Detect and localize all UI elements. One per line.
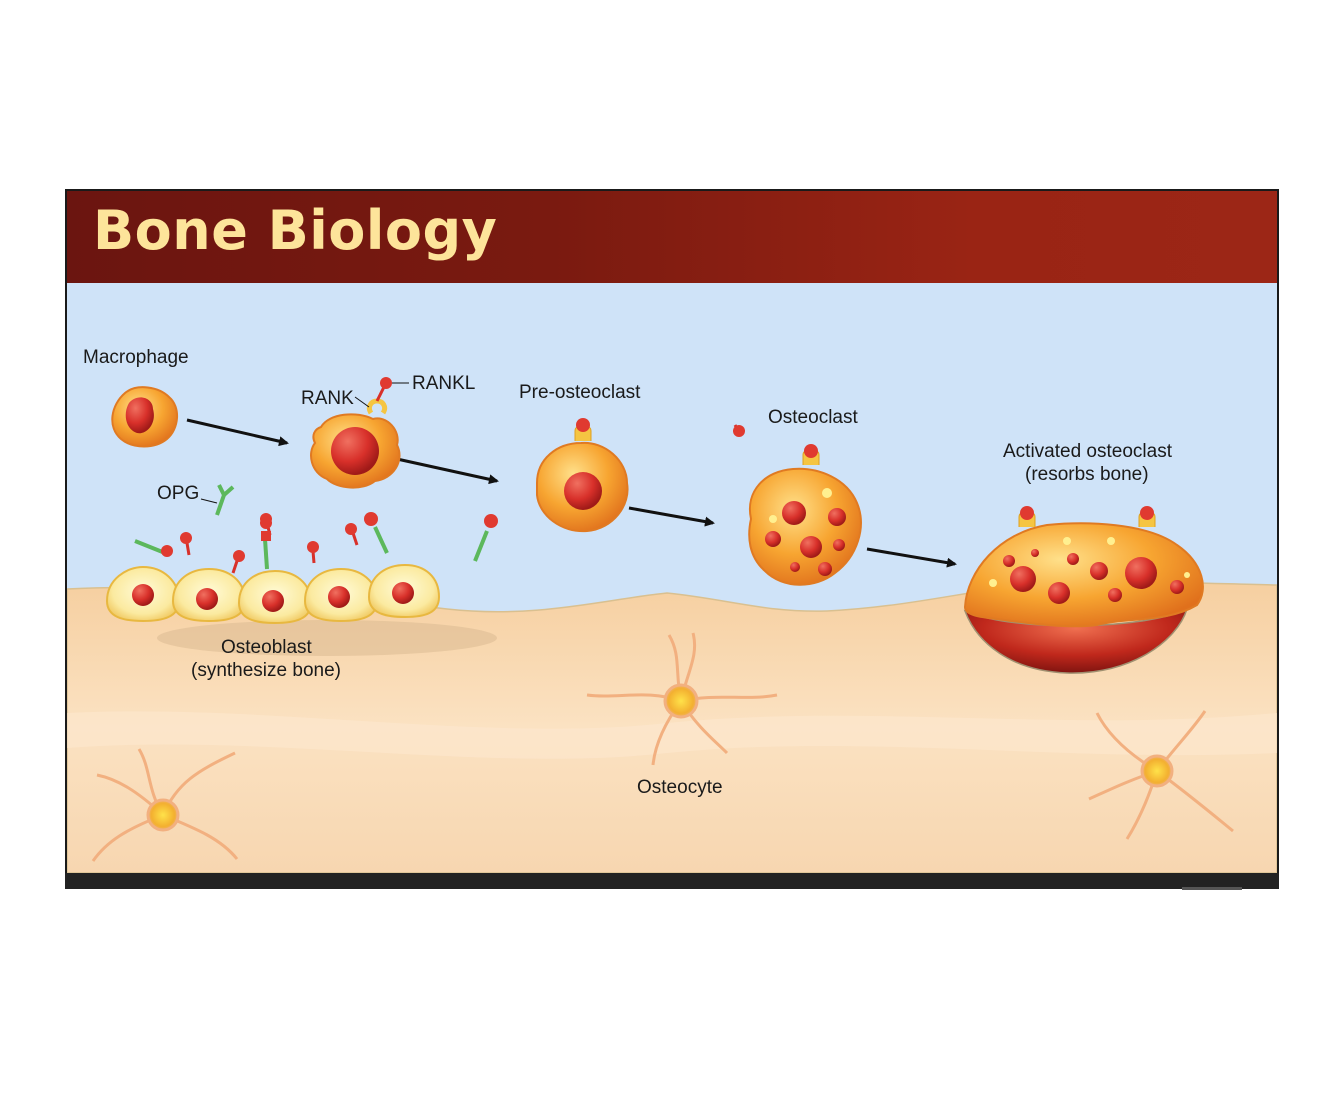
label-osteoclast: Osteoclast: [768, 407, 858, 428]
rank-leader: [354, 396, 370, 408]
label-rankl: RANKL: [412, 373, 475, 394]
osteoblast-cell: [237, 569, 313, 625]
rank-cell: [310, 377, 401, 489]
opg-leader: [200, 498, 218, 504]
label-activated-osteoclast-sub: (resorbs bone): [1025, 464, 1149, 485]
page-title: Bone Biology: [93, 199, 498, 262]
monitor-bottom-bezel: [65, 873, 1279, 889]
activated-osteoclast: [963, 506, 1204, 674]
opg-molecule: [215, 484, 235, 516]
rankl-molecule: [231, 550, 245, 574]
diagram-screen: Bone Biology: [67, 191, 1277, 873]
opg-rankl-complex: [473, 514, 498, 562]
rankl-molecule: [180, 532, 192, 556]
osteocyte-cell: [586, 632, 778, 766]
osteoblast-row: [105, 563, 441, 625]
label-osteoblast-sub: (synthesize bone): [191, 660, 341, 681]
label-osteocyte: Osteocyte: [637, 777, 723, 798]
monitor-indicator: [1182, 887, 1242, 890]
arrow-2: [396, 457, 499, 485]
osteoblast-cell: [303, 567, 379, 623]
title-bar: Bone Biology: [67, 191, 1277, 283]
arrow-3: [628, 506, 715, 527]
label-macrophage: Macrophage: [83, 347, 189, 368]
rankl-molecule: [733, 424, 745, 437]
osteoclast-cell: [748, 444, 862, 586]
opg-rankl-complex: [364, 512, 389, 554]
label-rank: RANK: [301, 388, 354, 409]
bone-texture: [67, 711, 1277, 759]
opg-rankl-complex: [260, 517, 272, 570]
label-activated-osteoclast: Activated osteoclast: [1003, 441, 1173, 462]
osteocyte-cell: [1088, 710, 1234, 840]
rankl-molecule: [307, 541, 319, 564]
osteocyte-cell: [91, 748, 239, 862]
osteoblast-cell: [171, 567, 247, 623]
arrow-4: [866, 547, 957, 568]
label-pre-osteoclast: Pre-osteoclast: [519, 382, 641, 403]
opg-rankl-complex: [134, 539, 173, 557]
osteoblast-cell: [105, 565, 181, 623]
arrow-1: [186, 418, 289, 447]
osteoblast-cell: [367, 563, 441, 619]
osteoblast-shadow: [157, 620, 497, 656]
macrophage-cell: [111, 386, 178, 448]
bone-biology-diagram: Macrophage RANK RANKL OPG: [67, 347, 1277, 873]
rankl-molecule: [345, 523, 359, 546]
pre-osteoclast-cell: [536, 418, 629, 533]
label-opg: OPG: [157, 483, 199, 504]
label-osteoblast: Osteoblast: [221, 637, 313, 658]
